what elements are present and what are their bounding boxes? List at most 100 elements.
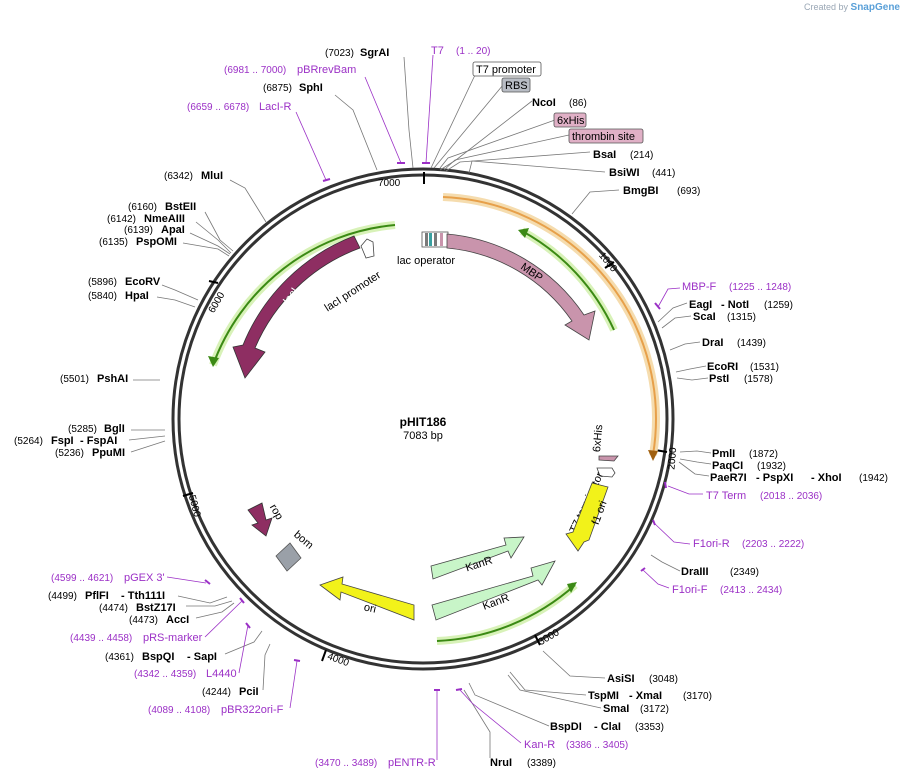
leader-mlui — [229, 179, 267, 223]
primer-name-kan-r: Kan-R — [524, 739, 555, 751]
laci-promoter-label: lacI promoter — [323, 269, 384, 314]
site-name-bsai: BsaI — [593, 149, 616, 161]
site-name-pmli: PmlI — [712, 448, 735, 460]
site-pos-bsai: (214) — [630, 150, 653, 161]
lac-operator-mark-2 — [429, 233, 432, 246]
six-his-label: 6xHis — [591, 424, 605, 453]
orf-arcs — [208, 193, 660, 645]
primer-range-t7: (1 .. 20) — [456, 46, 490, 57]
site-name-mlui: MluI — [201, 170, 223, 182]
leader-tspmi — [509, 671, 587, 696]
site-name-noti: - NotI — [721, 299, 749, 311]
orf-arc-orange-halo — [442, 193, 660, 456]
site-pos-mlui: (6342) — [164, 171, 193, 182]
site-name-smai: SmaI — [603, 703, 629, 715]
primer-mark-mbp-f — [654, 302, 661, 310]
box-leaders — [430, 74, 570, 171]
leader-ecori — [675, 365, 707, 373]
site-name-ecori: EcoRI — [707, 361, 738, 373]
leader-f1ori-r — [653, 522, 691, 545]
site-name-paqci: PaqCI — [712, 460, 743, 472]
snapgene-credit: Created by SnapGene — [804, 2, 900, 13]
site-name-bmgbi: BmgBI — [623, 185, 658, 197]
site-pos-pmli: (1872) — [749, 449, 778, 460]
leader-asisi — [542, 650, 606, 679]
primer-range-prs-marker: (4439 .. 4458) — [70, 633, 132, 644]
primer-labels: T7 (1 .. 20) (6981 .. 7000) pBRrevBam (6… — [51, 45, 822, 769]
primer-range-pbr322ori-f: (4089 .. 4108) — [148, 705, 210, 716]
site-pos-pspumi: (5236) — [55, 448, 84, 459]
lac-operator-mark-1 — [425, 233, 428, 246]
leader-acci — [195, 602, 235, 619]
leader-pmli — [679, 450, 712, 454]
site-name-xmai: - XmaI — [629, 690, 662, 702]
leader-f1ori-f — [642, 569, 670, 589]
leader-scai — [661, 315, 692, 329]
site-name-pspxi: - PspXI — [756, 472, 793, 484]
lac-operator-label: lac operator — [397, 255, 455, 267]
site-pos-drai: (1439) — [737, 338, 766, 349]
lac-operator-mark-4 — [440, 233, 443, 246]
site-pos-acci: (4473) — [129, 615, 158, 626]
primer-mark-f1ori-r — [652, 519, 656, 526]
leader-fspi — [128, 435, 166, 441]
primer-name-f1ori-r: F1ori-R — [693, 538, 730, 550]
six-his-feature — [598, 455, 619, 462]
site-pos-tspmi: (3170) — [683, 691, 712, 702]
primer-mark-f1ori-f — [640, 567, 646, 572]
site-name-pcii: PciI — [239, 686, 259, 698]
bom-label: bom — [291, 529, 315, 552]
leader-thrombin — [443, 134, 570, 171]
leader-psti — [676, 377, 709, 381]
primer-mark-laci-r — [322, 178, 331, 182]
leader-mbp-f — [657, 287, 681, 308]
primer-range-f1ori-f: (2413 .. 2434) — [720, 585, 782, 596]
site-name-pflfi: PflFI — [85, 590, 109, 602]
leader-t7 — [425, 54, 434, 164]
leader-ecorv — [161, 284, 199, 301]
site-pos-bgli: (5285) — [68, 424, 97, 435]
leader-paqci — [679, 458, 712, 465]
laci-arrow — [232, 235, 361, 379]
orf-arc-mbp — [521, 230, 615, 331]
leader-t7-promoter — [430, 74, 476, 169]
site-name-asisi: AsiSI — [607, 673, 635, 685]
site-pos-apai: (6139) — [124, 225, 153, 236]
primer-name-pbrrevbam: pBRrevBam — [297, 64, 356, 76]
site-name-fspai: - FspAI — [80, 435, 117, 447]
plasmid-name: pHIT186 — [400, 415, 447, 429]
primer-range-pgex3: (4599 .. 4621) — [51, 573, 113, 584]
primer-mark-prs-marker — [239, 597, 245, 604]
primer-name-prs-marker: pRS-marker — [143, 632, 203, 644]
tick-label-7000: 7000 — [378, 178, 401, 189]
primer-name-pentr-r: pENTR-R — [388, 757, 436, 769]
site-pos-nrui: (3389) — [527, 758, 556, 769]
site-pos-fspi: (5264) — [14, 436, 43, 447]
site-pos-bsteii: (6160) — [128, 202, 157, 213]
leader-laci-r — [295, 111, 327, 181]
site-pos-paer7i: (1942) — [859, 473, 888, 484]
site-pos-bspdi: (3353) — [635, 722, 664, 733]
primer-mark-pgex3 — [204, 579, 211, 585]
site-name-bsteii: BstEII — [165, 201, 196, 213]
primer-name-pgex3: pGEX 3' — [124, 572, 165, 584]
primer-range-kan-r: (3386 .. 3405) — [566, 740, 628, 751]
site-pos-paqci: (1932) — [757, 461, 786, 472]
leader-bspdi — [468, 682, 550, 727]
kanr-arrow-2 — [431, 560, 556, 621]
site-name-fspi: FspI — [51, 435, 74, 447]
site-name-ecorv: EcoRV — [125, 276, 161, 288]
site-pos-hpai: (5840) — [88, 291, 117, 302]
leader-bmgbi — [571, 189, 620, 215]
site-pos-eagi: (1259) — [764, 300, 793, 311]
leader-nrui — [463, 689, 491, 758]
site-name-drai: DraI — [702, 337, 723, 349]
primer-range-t7-term: (2018 .. 2036) — [760, 491, 822, 502]
f1-ori-arrow — [565, 482, 609, 552]
tick-4000 — [321, 649, 327, 662]
rbs-box — [501, 77, 531, 93]
tick-1000 — [604, 261, 615, 269]
leader-sgrai — [403, 56, 414, 169]
rbs-label: RBS — [505, 80, 528, 92]
